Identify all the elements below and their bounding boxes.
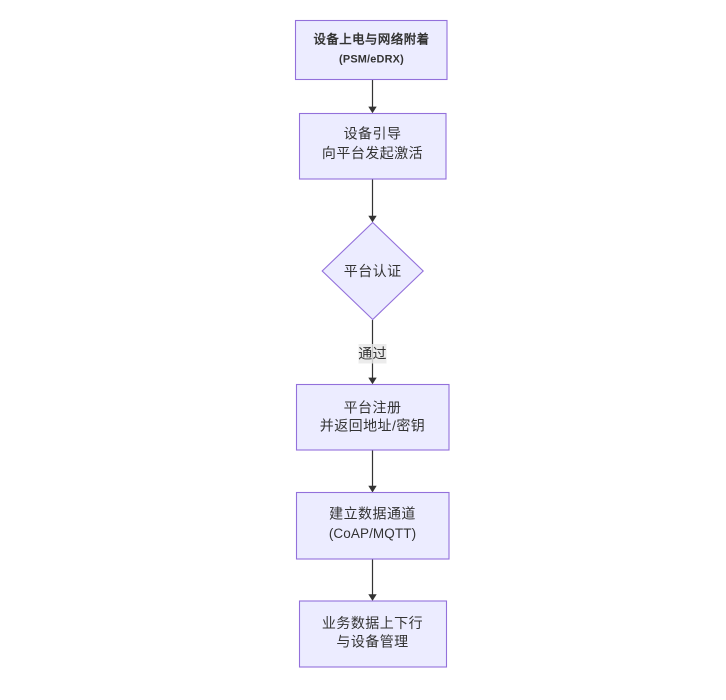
svg-text:建立数据通道: 建立数据通道 <box>329 506 416 522</box>
svg-text:设备引导: 设备引导 <box>344 126 402 142</box>
svg-text:(PSM/eDRX): (PSM/eDRX) <box>339 53 404 65</box>
svg-text:设备上电与网络附着: 设备上电与网络附着 <box>313 32 429 47</box>
svg-text:通过: 通过 <box>358 346 387 362</box>
svg-text:(CoAP/MQTT): (CoAP/MQTT) <box>329 526 416 541</box>
svg-text:向平台发起激活: 向平台发起激活 <box>322 145 423 161</box>
svg-text:平台注册: 平台注册 <box>344 399 402 415</box>
svg-text:业务数据上下行: 业务数据上下行 <box>322 615 423 631</box>
svg-text:并返回地址/密钥: 并返回地址/密钥 <box>320 418 426 434</box>
svg-text:与设备管理: 与设备管理 <box>336 634 408 650</box>
svg-text:平台认证: 平台认证 <box>344 263 402 279</box>
